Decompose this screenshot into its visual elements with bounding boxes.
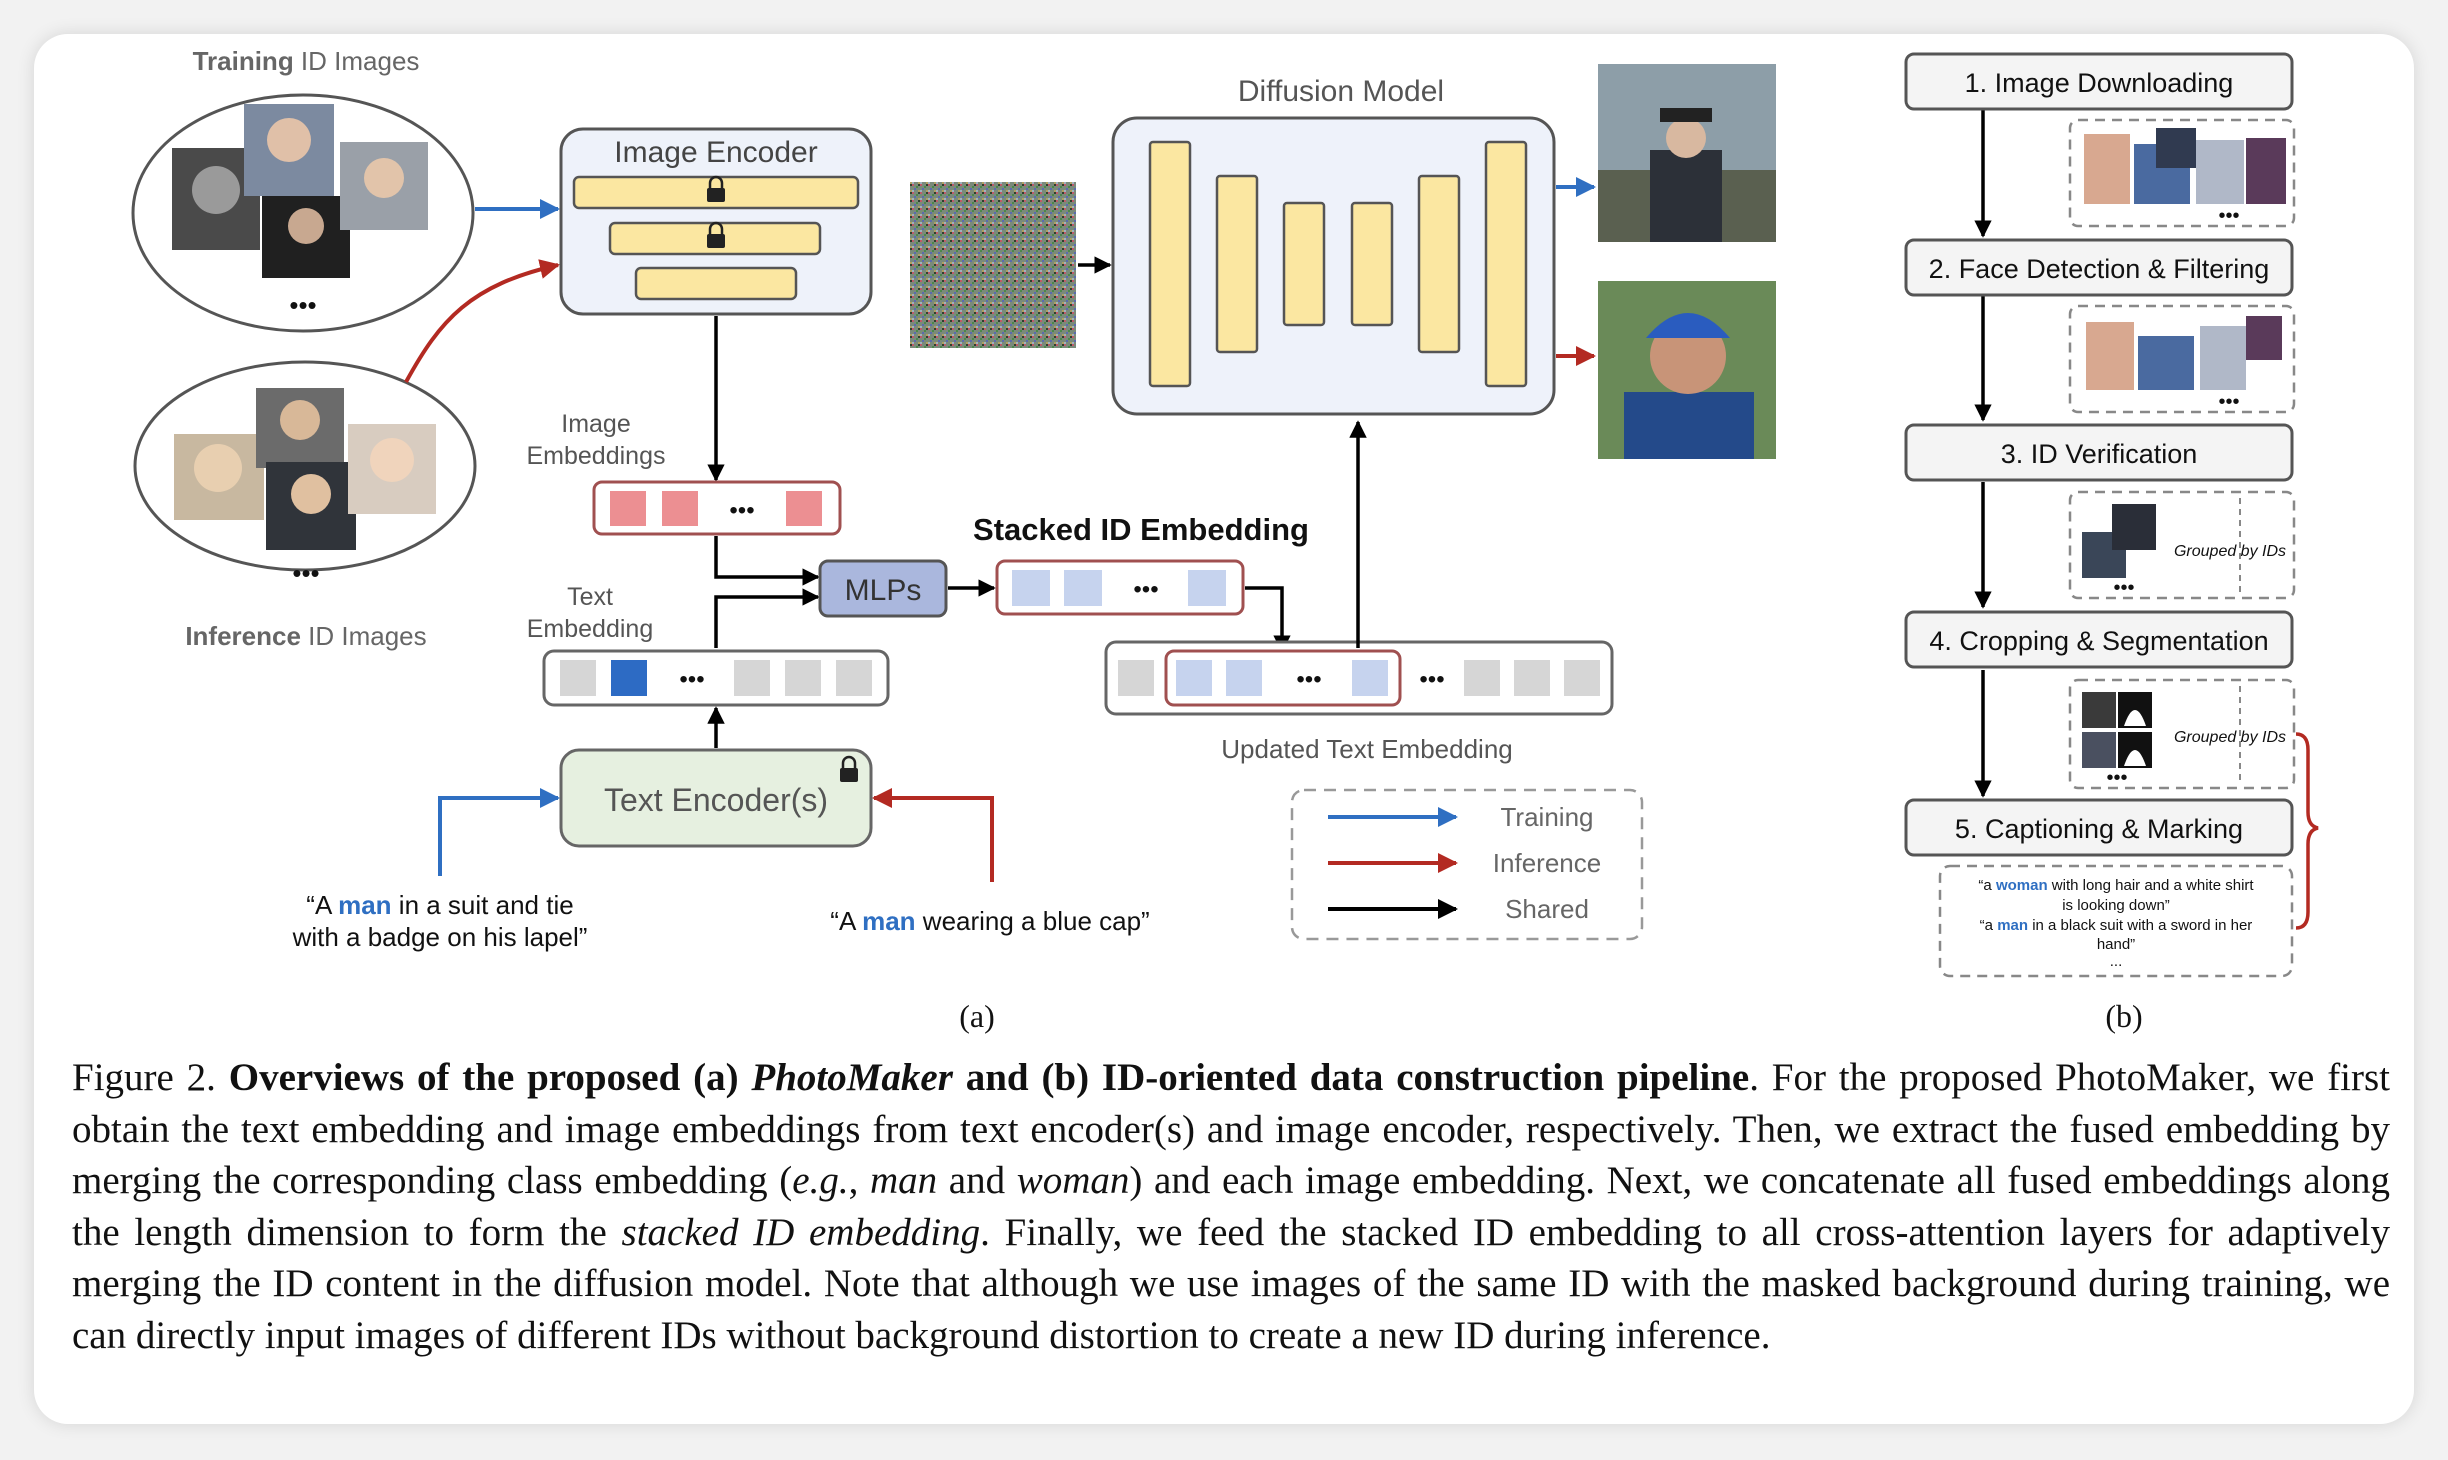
image-encoder-label: Image Encoder <box>614 136 817 169</box>
stacked-to-updated-arrow <box>1245 586 1291 653</box>
text-embedding-label-2: Embedding <box>527 615 653 643</box>
segmented-image-thumbs <box>2082 692 2152 768</box>
captions-box <box>1938 864 2294 978</box>
text-embedding-label-1: Text <box>567 583 613 611</box>
caption-example-2-line-1: “a man in a black suit with a sword in h… <box>1980 917 2253 934</box>
training-output-photo <box>1598 64 1776 242</box>
inference-arrow-to-encoder <box>404 259 560 383</box>
inference-ellipsis: ••• <box>292 558 319 588</box>
training-prompt-line-1: “A man in a suit and tie <box>306 890 573 920</box>
legend-inference-label: Inference <box>1493 848 1601 878</box>
subfigure-label-b: (b) <box>2105 998 2142 1034</box>
lock-icon <box>707 221 725 248</box>
updated-text-embedding-label: Updated Text Embedding <box>1221 734 1513 764</box>
grouped-by-ids-label: Grouped by IDs <box>2174 543 2286 560</box>
segmented-images-ellipsis: ••• <box>2106 767 2127 789</box>
downloaded-images-ellipsis: ••• <box>2218 205 2239 227</box>
pipeline-step-5 <box>1904 798 2294 857</box>
filtered-image-thumbs <box>2086 316 2282 390</box>
training-prompt-arrow <box>438 788 560 876</box>
legend-shared-label: Shared <box>1505 894 1589 924</box>
mlps-label: MLPs <box>845 574 922 607</box>
inference-output-photo <box>1598 281 1776 459</box>
pipeline-step-2 <box>1904 238 2294 297</box>
updated-text-ellipsis: ••• <box>1419 666 1444 693</box>
inference-images-label: Inference ID Images <box>185 621 426 651</box>
verified-images-ellipsis: ••• <box>2113 577 2134 599</box>
text-embedding-ellipsis: ••• <box>679 666 704 693</box>
lock-icon <box>707 175 725 202</box>
inference-face-photos <box>174 388 436 550</box>
pipeline-step-3 <box>1904 423 2294 482</box>
diffusion-model-label: Diffusion Model <box>1238 75 1444 108</box>
legend-box <box>1290 788 1644 941</box>
grouped-by-ids-label: Grouped by IDs <box>2174 729 2286 746</box>
text-encoder-box <box>559 748 873 848</box>
caption-example-2-line-2: hand” <box>2097 936 2135 953</box>
grouping-bracket <box>2295 732 2319 930</box>
pipeline-step-1-label: 1. Image Downloading <box>1965 68 2234 98</box>
filtered-images-ellipsis: ••• <box>2218 391 2239 413</box>
inference-prompt-arrow <box>872 788 994 882</box>
training-images-label: Training ID Images <box>193 46 420 76</box>
text-embedding-to-mlp-arrow <box>714 588 820 648</box>
verified-image-thumbs <box>2082 504 2156 578</box>
noise-image <box>910 182 1076 348</box>
stacked-id-tokens <box>1012 570 1226 606</box>
image-embedding-to-mlp-arrow <box>714 536 820 586</box>
caption-example-more: ... <box>2110 953 2123 970</box>
stacked-id-embedding-label: Stacked ID Embedding <box>973 512 1309 547</box>
image-embeddings-label-1: Image <box>561 410 630 438</box>
subfigure-label-a: (a) <box>959 998 995 1034</box>
downloaded-image-thumbs <box>2084 128 2286 204</box>
caption-example-1-line-1: “a woman with long hair and a white shir… <box>1978 877 2254 894</box>
image-embedding-tokens <box>610 491 822 526</box>
legend-training-label: Training <box>1501 802 1594 832</box>
figure-caption: Figure 2. Overviews of the proposed (a) … <box>72 1056 2391 1357</box>
unet-layers <box>1148 140 1528 388</box>
updated-text-tokens <box>1118 660 1600 696</box>
updated-stacked-segment <box>1164 649 1402 707</box>
inference-prompt: “A man wearing a blue cap” <box>830 906 1149 936</box>
pipeline-step-1 <box>1904 52 2294 111</box>
image-embeddings-box <box>592 480 842 536</box>
stacked-id-embedding-box <box>995 559 1245 616</box>
text-encoder-label: Text Encoder(s) <box>604 782 828 818</box>
text-embedding-tokens <box>560 660 872 696</box>
pipeline-step-5-label: 5. Captioning & Marking <box>1955 814 2243 844</box>
mlps-box <box>818 559 948 618</box>
lock-icon <box>840 755 858 782</box>
caption-example-1-line-2: is looking down” <box>2062 897 2170 914</box>
pipeline-step-3-label: 3. ID Verification <box>2001 439 2198 469</box>
figure-number: Figure 2. <box>72 1056 216 1099</box>
pipeline-step-4 <box>1904 610 2294 669</box>
training-ellipsis: ••• <box>289 290 316 320</box>
training-prompt-line-2: with a badge on his lapel” <box>292 922 588 952</box>
updated-stacked-ellipsis: ••• <box>1296 666 1321 693</box>
caption-title: Overviews of the proposed (a) PhotoMaker… <box>228 1056 1750 1099</box>
image-embeddings-label-2: Embeddings <box>527 442 666 470</box>
stacked-id-ellipsis: ••• <box>1133 576 1158 603</box>
image-embeddings-ellipsis: ••• <box>729 497 754 524</box>
training-face-photos <box>172 104 428 278</box>
pipeline-step-4-label: 4. Cropping & Segmentation <box>1929 626 2268 656</box>
pipeline-step-2-label: 2. Face Detection & Filtering <box>1929 254 2270 284</box>
